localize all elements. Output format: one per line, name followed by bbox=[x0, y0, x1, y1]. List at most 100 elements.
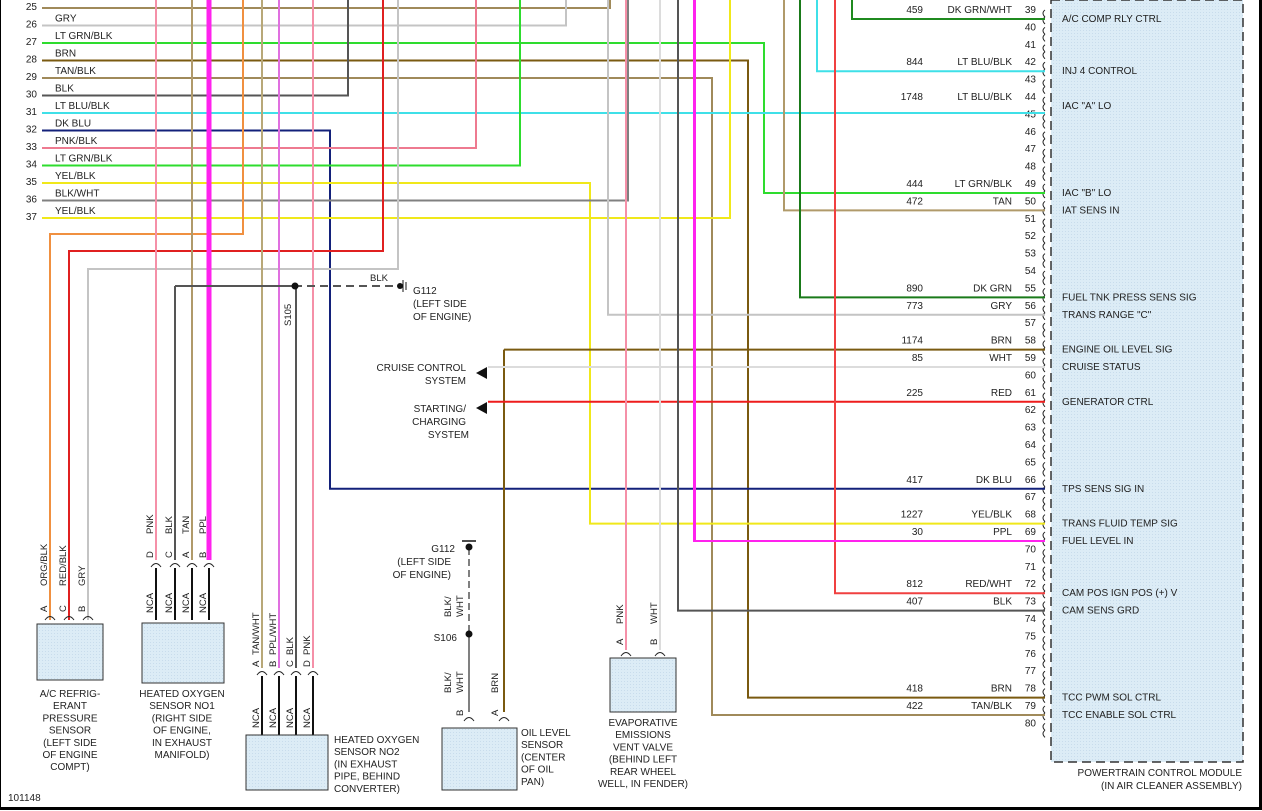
pcm-pin-40[interactable]: 40 bbox=[1025, 22, 1046, 42]
pcm-pin-75[interactable]: 75 bbox=[1025, 631, 1046, 651]
wire-36[interactable] bbox=[42, 0, 629, 202]
connector-bracket-icon bbox=[1042, 183, 1046, 199]
wire-32[interactable] bbox=[42, 129, 1045, 490]
component-label: COMPT) bbox=[50, 762, 89, 773]
pcm-pin-57[interactable]: 57 bbox=[1025, 318, 1046, 338]
pcm-pin-60[interactable]: 60 bbox=[1025, 370, 1046, 390]
pcm-pin-74[interactable]: 74 bbox=[1025, 614, 1046, 634]
pcm-pin-62[interactable]: 62 bbox=[1025, 405, 1046, 425]
pcm-pin-46[interactable]: 46 bbox=[1025, 127, 1046, 147]
wire-pcm-42[interactable] bbox=[816, 0, 1045, 73]
wire-34[interactable] bbox=[42, 0, 521, 167]
wire-30[interactable] bbox=[42, 0, 349, 97]
pcm-pin-71[interactable]: 71 bbox=[1025, 562, 1046, 582]
pcm-pin-54[interactable]: 54 bbox=[1025, 266, 1046, 286]
left-pin-25[interactable]: 25 bbox=[26, 2, 38, 13]
wire-ac-gry[interactable] bbox=[87, 0, 399, 620]
pcm-pin-53[interactable]: 53 bbox=[1025, 249, 1046, 268]
wire-29[interactable] bbox=[42, 77, 1045, 716]
pcm-pin-64[interactable]: 64 bbox=[1025, 440, 1046, 460]
wire-pcm-39[interactable] bbox=[851, 0, 1045, 20]
o2-sensor-2-box[interactable] bbox=[245, 734, 329, 791]
ac-sensor-box[interactable] bbox=[36, 623, 104, 681]
terminal-icon bbox=[186, 563, 198, 568]
pcm-pin-80[interactable]: 80 bbox=[1025, 718, 1046, 738]
pcm-pin-45[interactable]: 45 bbox=[1025, 109, 1046, 129]
cruise-control-system-ref[interactable]: CRUISE CONTROL SYSTEM bbox=[377, 363, 487, 387]
starting-charging-system-ref[interactable]: STARTING/ CHARGING SYSTEM bbox=[412, 402, 487, 441]
wire-pcm-73[interactable] bbox=[677, 0, 1045, 612]
splice-s105-label: S105 bbox=[283, 304, 294, 326]
wire-color-label: LT GRN/BLK bbox=[55, 31, 113, 42]
wire-pcm-69-upper[interactable] bbox=[693, 0, 1045, 542]
pcm-pin-63[interactable]: 63 bbox=[1025, 423, 1046, 442]
wire-pcm-50[interactable] bbox=[783, 0, 1045, 212]
wire-color-label: LT GRN/BLK bbox=[955, 179, 1013, 190]
pcm-module-box[interactable] bbox=[1050, 0, 1244, 763]
pcm-pin-number: 70 bbox=[1025, 544, 1037, 555]
pcm-pin-48[interactable]: 48 bbox=[1025, 162, 1046, 181]
evap-valve-box[interactable] bbox=[609, 657, 677, 713]
wire-33[interactable] bbox=[42, 0, 477, 149]
wire-28[interactable] bbox=[42, 59, 1045, 699]
wire-27[interactable] bbox=[42, 42, 1045, 194]
oil-sensor-box[interactable] bbox=[441, 727, 518, 791]
wire-pcm-56[interactable] bbox=[607, 0, 1045, 316]
diagram-id: 101148 bbox=[8, 793, 41, 804]
wire-25[interactable] bbox=[42, 0, 611, 9]
wire-ac-orgblk[interactable] bbox=[49, 0, 244, 620]
wire-35[interactable] bbox=[42, 182, 1045, 525]
pcm-pin-43[interactable]: 43 bbox=[1025, 75, 1046, 94]
ground-g112-top[interactable]: BLK G112 (LEFT SIDE OF ENGINE) S105 bbox=[175, 273, 471, 326]
svg-text:CRUISE CONTROL: CRUISE CONTROL bbox=[377, 363, 467, 374]
pcm-pin-41[interactable]: 41 bbox=[1025, 40, 1046, 60]
pcm-pin-51[interactable]: 51 bbox=[1025, 214, 1046, 234]
wire-37[interactable] bbox=[42, 0, 731, 219]
pcm-pin-67[interactable]: 67 bbox=[1025, 492, 1046, 512]
wire-ac-redblk[interactable] bbox=[68, 0, 384, 620]
pcm-pin-65[interactable]: 65 bbox=[1025, 457, 1046, 477]
pcm-pin-47[interactable]: 47 bbox=[1025, 144, 1046, 164]
pcm-pin-76[interactable]: 76 bbox=[1025, 649, 1046, 669]
pcm-pin-number: 50 bbox=[1025, 196, 1037, 207]
wire-26[interactable] bbox=[42, 0, 567, 27]
pcm-pin-70[interactable]: 70 bbox=[1025, 544, 1046, 564]
pcm-pin-52[interactable]: 52 bbox=[1025, 231, 1046, 251]
o2-sensor-1-box[interactable] bbox=[141, 622, 225, 684]
wire-pcm-55[interactable] bbox=[799, 0, 1045, 299]
wire-pcm-72[interactable] bbox=[834, 0, 1045, 595]
pcm-pin-77[interactable]: 77 bbox=[1025, 666, 1046, 686]
